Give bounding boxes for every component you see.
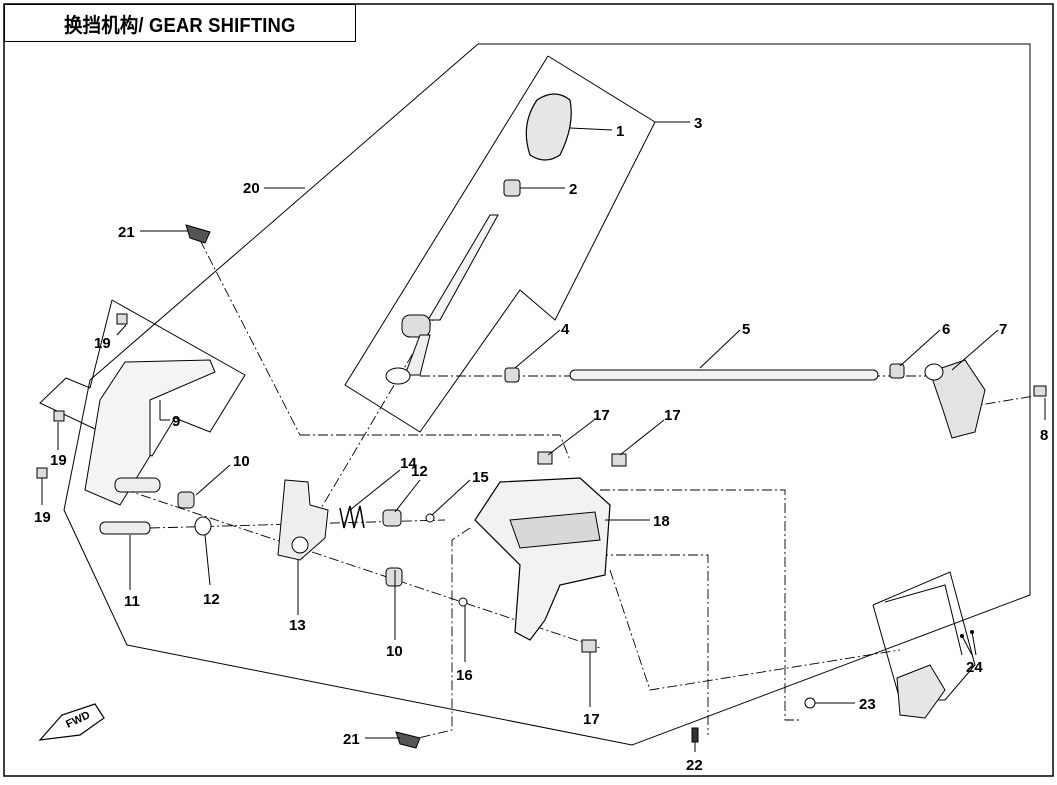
callout-16: 16 (456, 667, 473, 684)
washer-part-16 (458, 597, 468, 607)
plate-part-13 (277, 479, 329, 561)
bolt-part-17c (581, 639, 597, 653)
bracket-part-9 (84, 359, 216, 506)
callout-1: 1 (616, 123, 624, 140)
shift-lever-part (427, 214, 499, 321)
callout-10b: 10 (386, 643, 403, 660)
alignment-lines (89, 214, 1041, 741)
washer-part-23 (804, 697, 816, 709)
bushing-part-10b (385, 567, 403, 587)
callout-17c: 17 (583, 711, 600, 728)
callout-17b: 17 (664, 407, 681, 424)
bushing-part-12b (382, 509, 402, 527)
bolt-part-19c (36, 467, 48, 479)
callout-9: 9 (172, 413, 180, 430)
callout-2: 2 (569, 181, 577, 198)
nut-part-4 (504, 367, 520, 383)
callout-6: 6 (942, 321, 950, 338)
callout-21a: 21 (118, 224, 135, 241)
bushing-part-10a (177, 491, 195, 509)
pedal-outline (872, 571, 976, 701)
washer-part-15 (425, 513, 435, 523)
callout-3: 3 (694, 115, 702, 132)
nut-part-2 (503, 179, 521, 197)
callout-10a: 10 (233, 453, 250, 470)
arm-part-7 (929, 359, 986, 439)
callout-11: 11 (124, 593, 140, 610)
assembly-outline-20 (63, 43, 1031, 746)
callout-19c: 19 (34, 509, 51, 526)
pin-part-11 (99, 521, 151, 535)
callout-19b: 19 (50, 452, 67, 469)
callout-12b: 12 (411, 463, 428, 480)
gate-housing-part-18 (474, 477, 611, 641)
callout-22: 22 (686, 757, 703, 774)
callout-18: 18 (653, 513, 670, 530)
callout-21b: 21 (343, 731, 360, 748)
bolt-part-19a (116, 313, 128, 325)
clip-part-21a (185, 224, 211, 244)
callout-13: 13 (289, 617, 306, 634)
nut-part-6 (889, 363, 905, 379)
callout-8: 8 (1040, 427, 1048, 444)
callout-labels: 1 2 3 4 5 6 7 8 9 10 10 11 12 12 13 14 1… (34, 115, 1048, 774)
fwd-arrow-icon (38, 703, 105, 741)
callout-12a: 12 (203, 591, 220, 608)
outer-border (3, 3, 1054, 777)
clip-part-21b (395, 731, 421, 749)
pedal-pad-part (896, 664, 946, 719)
callout-4: 4 (561, 321, 570, 338)
shaft-part (114, 477, 161, 493)
callout-7: 7 (999, 321, 1007, 338)
bolt-part-17b (611, 453, 627, 467)
leader-lines (41, 121, 1046, 752)
bolt-part-8 (1033, 385, 1047, 397)
page-title: 换挡机构/ GEAR SHIFTING (64, 14, 296, 37)
assembly-outline-9 (39, 299, 246, 457)
bolt-part-19b (53, 410, 65, 422)
callout-19a: 19 (94, 335, 111, 352)
knob-part (525, 93, 572, 161)
pin-part-22 (691, 727, 699, 743)
callout-24: 24 (966, 659, 983, 676)
callout-23: 23 (859, 696, 876, 713)
title-box: 换挡机构/ GEAR SHIFTING (4, 4, 356, 42)
callout-15: 15 (472, 469, 489, 486)
callout-17a: 17 (593, 407, 610, 424)
rod-part-5 (569, 369, 879, 381)
washer-part-12a (194, 516, 212, 536)
callout-14: 14 (400, 455, 417, 472)
callout-20: 20 (243, 180, 260, 197)
callout-5: 5 (742, 321, 750, 338)
spring-part-14 (339, 505, 365, 529)
